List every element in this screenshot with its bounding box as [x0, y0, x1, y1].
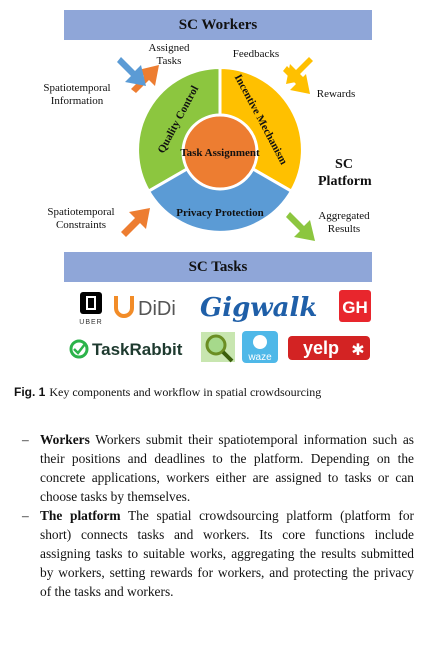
- uber-logo: UBER: [79, 292, 102, 326]
- spatiotemporal-constraints-label: Spatiotemporal Constraints: [47, 206, 115, 231]
- figure-caption-label: Fig. 1: [14, 385, 46, 399]
- sc-platform-label: SC Platform: [318, 157, 372, 189]
- uber-logo-text: UBER: [79, 319, 102, 326]
- arrow-aggregated-results: [286, 212, 315, 241]
- didi-logo: DiDi: [114, 296, 176, 320]
- arrow-spatiotemporal-constraints: [121, 208, 150, 237]
- assigned-tasks-label: Assigned Tasks: [148, 42, 190, 67]
- component-list: –Workers Workers submit their spatiotemp…: [22, 430, 414, 601]
- sc-tasks-banner: SC Tasks: [64, 252, 372, 282]
- gh-logo: GH: [339, 290, 371, 322]
- figure: SC Workers Quality Control Incentive Mec…: [43, 10, 372, 363]
- figure-caption-text: Key components and workflow in spatial c…: [49, 385, 322, 399]
- spatiotemporal-information-label: Spatiotemporal Information: [43, 82, 111, 107]
- list-item-workers: –Workers Workers submit their spatiotemp…: [22, 430, 414, 506]
- waze-logo-text: waze: [247, 352, 272, 363]
- list-dash: –: [22, 508, 29, 523]
- arrow-rewards: [286, 57, 313, 84]
- feedbacks-label: Feedbacks: [232, 48, 280, 60]
- segment-privacy-protection: [146, 148, 294, 234]
- list-text-workers: Workers submit their spatiotemporal info…: [40, 432, 414, 504]
- yelp-logo-text: yelp: [303, 338, 339, 358]
- gigwalk-logo-text: Gigwalk: [200, 293, 317, 323]
- arrow-assigned-tasks: [131, 65, 159, 93]
- gh-logo-text: GH: [342, 298, 368, 317]
- privacy-protection-label: Privacy Protection: [176, 207, 263, 219]
- task-assignment-label: Task Assignment: [180, 147, 260, 159]
- taskrabbit-logo-text: TaskRabbit: [92, 340, 183, 359]
- aggregated-results-label: Aggregated Results: [318, 210, 370, 235]
- sc-workers-banner: SC Workers: [64, 10, 372, 40]
- didi-logo-text: DiDi: [138, 298, 176, 320]
- app-logos: UBER DiDi Gigwalk GH TaskRabbit: [69, 290, 371, 363]
- list-dash: –: [22, 432, 29, 447]
- list-text-platform: The spatial crowdsourcing platform (plat…: [40, 508, 414, 599]
- rewards-label: Rewards: [316, 88, 356, 100]
- yelp-logo: yelp ✱: [288, 336, 370, 360]
- arrow-spatiotemporal-information: [117, 57, 146, 86]
- list-item-platform: –The platform The spatial crowdsourcing …: [22, 506, 414, 601]
- waze-logo: waze: [242, 331, 278, 363]
- yelp-burst-icon: ✱: [351, 342, 364, 359]
- task-assignment-circle: [181, 113, 259, 191]
- magnifier-logo-icon: [201, 332, 235, 363]
- platform-diagram: Quality Control Incentive Mechanism Priv…: [117, 57, 315, 241]
- list-term-workers: Workers: [40, 432, 90, 447]
- list-term-platform: The platform: [40, 508, 121, 523]
- taskrabbit-logo: TaskRabbit: [69, 339, 183, 359]
